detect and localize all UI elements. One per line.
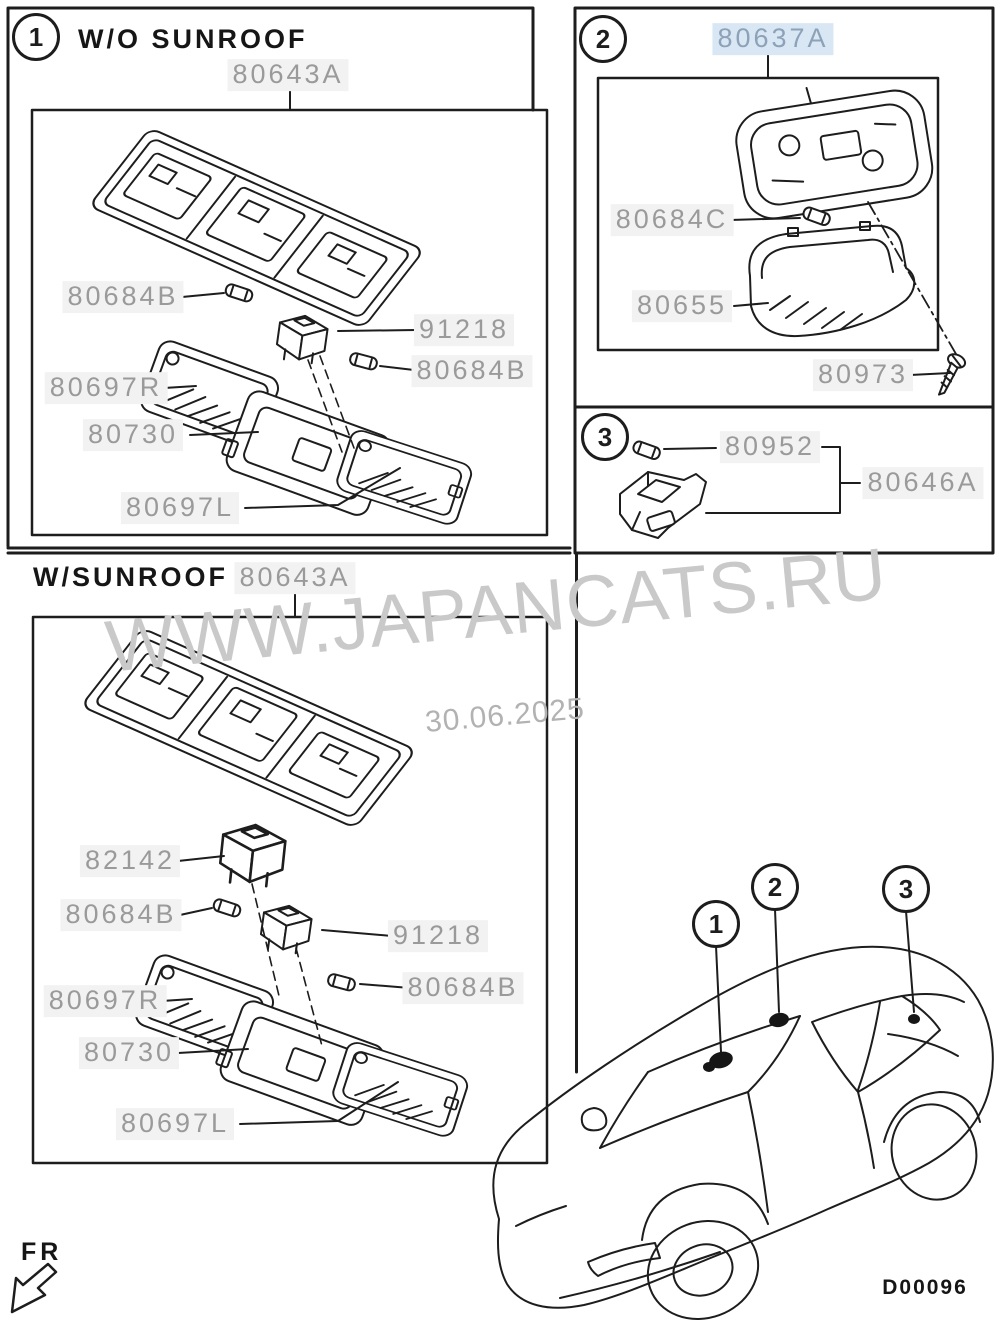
section1-callout-badge: 1 (12, 13, 60, 61)
part-label-80697r-2: 80697R (43, 985, 167, 1017)
part-label-80730-2: 80730 (78, 1037, 180, 1069)
part-label-80730: 80730 (82, 419, 184, 451)
festoon-bulb-icon (630, 439, 663, 462)
front-direction-arrow-icon (10, 1262, 58, 1314)
part-label-91218: 91218 (413, 314, 515, 346)
car-location-drawing (492, 908, 994, 1321)
part-label-80697l-2: 80697L (115, 1108, 235, 1140)
headlight (587, 1242, 661, 1277)
screw-icon (938, 353, 967, 396)
bulb-icon (211, 897, 243, 919)
part-label-91218-2: 91218 (387, 920, 489, 952)
car-callout-2-badge: 2 (751, 863, 799, 911)
front-direction-label: FR (21, 1238, 63, 1266)
part-label-80973: 80973 (812, 359, 914, 391)
part-label-80655: 80655 (631, 290, 733, 322)
section4-leader-lines (161, 591, 411, 1125)
part-label-80684c: 80684C (610, 204, 734, 236)
part-label-80637a-highlighted: 80637A (712, 23, 834, 55)
part-label-80684b-mid: 80684B (411, 355, 533, 387)
section1-title: W/O SUNROOF (78, 24, 308, 54)
diagram-code: D00096 (882, 1276, 968, 1299)
section-borders (6, 6, 995, 1074)
section3-callout-badge: 3 (581, 413, 629, 461)
lamp-lens-icon (748, 221, 916, 338)
part-label-80684b-upper-2: 80684B (60, 899, 182, 931)
bulb-icon (325, 972, 358, 993)
overhead-console-drawing-1 (87, 126, 475, 528)
part-label-80643a: 80643A (227, 59, 349, 91)
section2-leader-lines (729, 53, 951, 376)
part-label-80952: 80952 (719, 431, 821, 463)
luggage-lamp-drawing (619, 439, 707, 539)
bulb-icon (347, 351, 380, 372)
part-label-80684b-mid-2: 80684B (402, 972, 524, 1004)
section1-leader-lines (163, 89, 417, 509)
part-label-80643a-2: 80643A (234, 562, 356, 594)
dome-lamp-drawing (735, 86, 967, 396)
side-mirror (580, 1107, 608, 1132)
front-wheel (646, 1219, 760, 1321)
part-label-80684b-upper: 80684B (62, 281, 184, 313)
rear-wheel (890, 1103, 978, 1201)
section3-border (573, 405, 995, 555)
overhead-console-drawing-2 (79, 626, 471, 1140)
sunroof-switch-icon (217, 820, 288, 890)
lamp-location-dots (703, 1012, 920, 1072)
section4-assembly-box (31, 615, 549, 1165)
section2-callout-badge: 2 (579, 15, 627, 63)
section3-leader-lines (663, 446, 861, 514)
bulb-icon (223, 282, 255, 304)
part-label-80697l: 80697L (120, 492, 240, 524)
car-callout-3-badge: 3 (882, 865, 930, 913)
part-label-82142: 82142 (79, 845, 181, 877)
part-label-80697r: 80697R (44, 372, 168, 404)
car-callout-1-badge: 1 (692, 900, 740, 948)
section1-border (6, 6, 535, 548)
section4-title: W/SUNROOF (33, 562, 228, 592)
part-label-80646a: 80646A (862, 467, 984, 499)
